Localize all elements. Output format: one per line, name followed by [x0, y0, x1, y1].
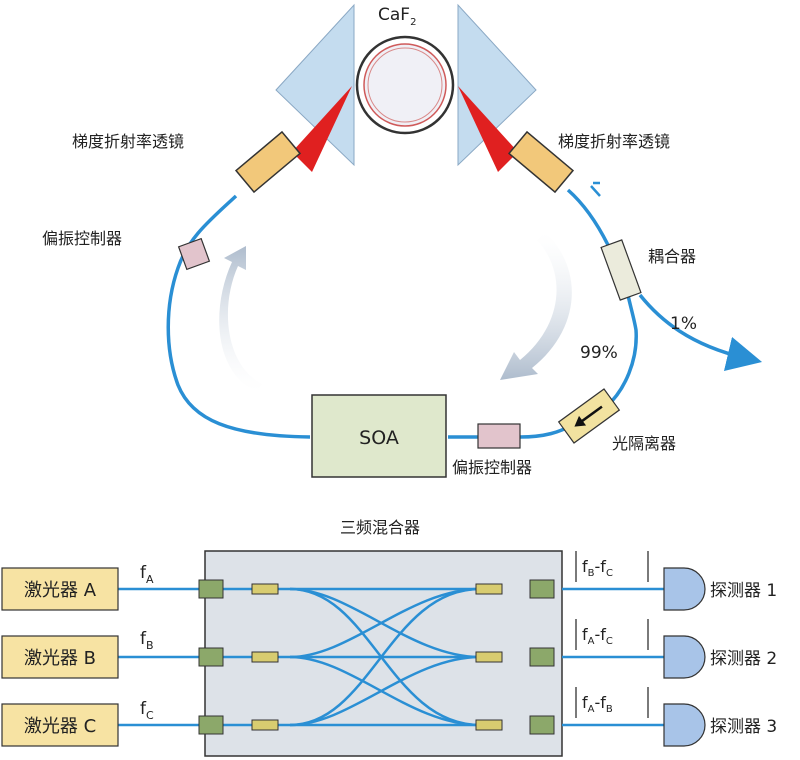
freq-label-c: fC	[140, 699, 154, 722]
svg-text:fA-fB: fA-fB	[582, 693, 613, 715]
connector	[529, 715, 555, 735]
beat-label-2: fA-fC	[575, 619, 649, 650]
ferrule	[475, 583, 503, 595]
isolator-label: 光隔离器	[612, 434, 676, 453]
mixer-diagram: 三频混合器	[1, 518, 777, 757]
laser-b: 激光器 B	[1, 635, 119, 679]
soa-box	[311, 394, 447, 478]
ring-laser-diagram: CaF2 梯度折射率透镜 梯度折射率透镜 偏振控制器 耦合器 1% 99% SO…	[42, 3, 763, 478]
connector	[529, 579, 555, 599]
freq-label-b: fB	[140, 629, 154, 652]
connector	[198, 579, 224, 599]
soa-label: SOA	[359, 427, 399, 449]
connector	[198, 715, 224, 735]
freq-label-a: fA	[140, 563, 154, 586]
detector-3-label: 探测器 3	[710, 717, 777, 737]
detector-2: 探测器 2	[663, 635, 777, 679]
ferrule	[251, 583, 279, 595]
circulation-arrow-right	[500, 232, 572, 380]
lens-left-label: 梯度折射率透镜	[72, 132, 184, 151]
connector	[198, 647, 224, 667]
grin-lens-right	[507, 130, 575, 194]
detector-3: 探测器 3	[663, 703, 777, 747]
svg-text:fB-fC: fB-fC	[582, 557, 613, 579]
resonator-label: CaF2	[378, 5, 416, 28]
fiber-stub	[590, 181, 601, 197]
isolator-arrow-icon	[578, 405, 603, 425]
ring-fiber-left	[166, 194, 311, 439]
detector-2-label: 探测器 2	[710, 649, 777, 669]
ferrule	[251, 651, 279, 663]
lens-right-label: 梯度折射率透镜	[558, 132, 670, 151]
ferrule	[475, 651, 503, 663]
ring-fiber-isolator-to-coupler	[604, 294, 638, 409]
coupler	[600, 239, 642, 301]
laser-a: 激光器 A	[1, 567, 119, 611]
mixer-components	[198, 579, 555, 735]
loop-99pct-label: 99%	[580, 343, 618, 363]
ferrule	[475, 719, 503, 731]
svg-text:fA-fC: fA-fC	[582, 625, 613, 647]
detector-1-label: 探测器 1	[710, 581, 777, 601]
laser-c-label: 激光器 C	[24, 716, 96, 737]
beat-label-3: fA-fB	[575, 687, 649, 718]
optical-isolator	[557, 388, 621, 444]
mixer-title: 三频混合器	[340, 518, 420, 537]
output-1pct-label: 1%	[670, 314, 697, 334]
grin-lens-left	[234, 130, 302, 194]
laser-c: 激光器 C	[1, 703, 119, 747]
caf2-resonator-inner	[363, 43, 447, 127]
pol-controller-bottom-label: 偏振控制器	[452, 458, 532, 477]
circulation-arrow-left	[219, 246, 262, 392]
pol-controller-bottom	[477, 423, 521, 449]
caf2-resonator-core	[367, 47, 443, 123]
output-fiber-1pct	[638, 293, 763, 371]
coupler-label: 耦合器	[648, 247, 696, 266]
pol-controller-left	[177, 237, 211, 271]
laser-b-label: 激光器 B	[24, 648, 96, 669]
ferrule	[251, 719, 279, 731]
detector-1: 探测器 1	[663, 567, 777, 611]
laser-a-label: 激光器 A	[24, 580, 97, 601]
beam-left	[292, 86, 352, 172]
connector	[529, 647, 555, 667]
beat-label-1: fB-fC	[575, 551, 649, 582]
beam-right	[458, 86, 518, 172]
pol-controller-left-label: 偏振控制器	[42, 229, 122, 248]
mixer-fibers	[118, 587, 665, 727]
ring-fiber-lens-to-coupler	[566, 188, 610, 246]
